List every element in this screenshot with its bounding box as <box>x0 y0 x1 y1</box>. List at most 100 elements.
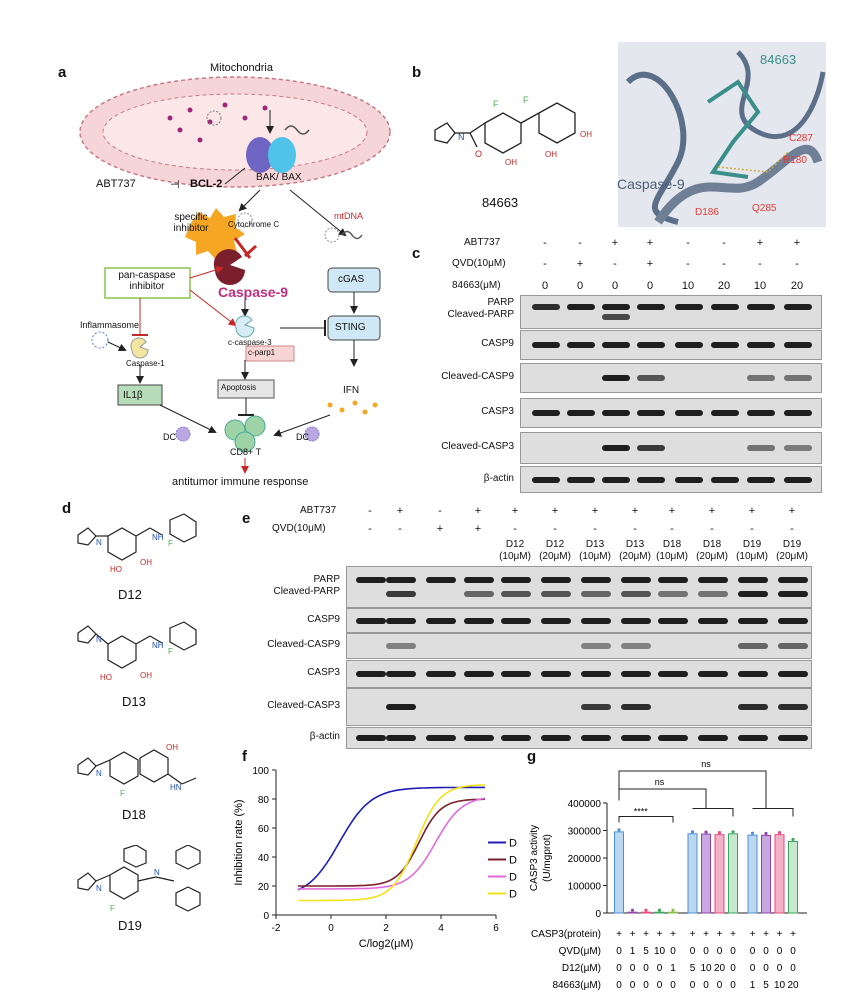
svg-text:HO: HO <box>100 673 112 682</box>
y-axis-label: (U/mgprot) <box>542 834 553 882</box>
row-value: + <box>717 929 723 940</box>
blot-strip-e <box>346 688 812 726</box>
residue-label-0: C287 <box>789 133 813 144</box>
dose-response-svg: 020406080100-20246C/log2(μM)Inhibition r… <box>228 760 518 960</box>
blot-label-c: β-actin <box>432 473 514 485</box>
bakbax-label: BAK/ BAX <box>256 172 302 183</box>
blot-band <box>541 577 571 583</box>
c-parp1-label: c-parp1 <box>248 348 275 357</box>
blot-strip-c <box>520 466 822 493</box>
y-tick-label: 60 <box>258 824 270 835</box>
qvd-value-e: - <box>547 523 563 535</box>
mtdna-label: mtDNA <box>334 211 363 221</box>
treatment-value-c: - <box>607 258 623 270</box>
blot-label-e: PARP Cleaved-PARP <box>258 574 340 598</box>
row-value: 0 <box>616 980 622 991</box>
y-tick-label: 0 <box>595 909 601 920</box>
treatment-value-c: - <box>789 258 805 270</box>
blot-band <box>567 477 595 483</box>
y-tick-label: 20 <box>258 882 270 893</box>
y-tick-label: 80 <box>258 795 270 806</box>
blot-label-e: CASP9 <box>258 614 340 626</box>
blot-band <box>784 445 812 451</box>
blot-band <box>778 591 808 597</box>
qvd-value-e: + <box>470 523 486 535</box>
blot-band <box>581 671 611 677</box>
y-tick-label: 300000 <box>568 827 602 838</box>
blot-band <box>738 591 768 597</box>
qvd-value-e: - <box>587 523 603 535</box>
abt737-value-e: + <box>784 505 800 517</box>
treatment-value-c: - <box>752 258 768 270</box>
treatment-value-c: - <box>680 237 696 249</box>
treatment-value-c: 0 <box>642 280 658 292</box>
row-value: 0 <box>730 963 736 974</box>
blot-band <box>386 704 416 710</box>
docking-protein-label: Caspase-9 <box>617 176 685 192</box>
row-value: 1 <box>670 963 676 974</box>
treatment-value-c: - <box>572 237 588 249</box>
blot-strip-c <box>520 330 822 360</box>
blot-band <box>602 314 630 320</box>
bar-point <box>751 832 754 835</box>
row-value: 1 <box>750 980 756 991</box>
c-caspase3-icon <box>235 316 254 337</box>
row-value: 10 <box>700 963 712 974</box>
bar-point <box>731 830 734 833</box>
abt737-value-e: + <box>587 505 603 517</box>
row-value: + <box>703 929 709 940</box>
ifn-dots <box>328 401 378 415</box>
blot-band <box>356 577 386 583</box>
row-value: + <box>690 929 696 940</box>
blot-band <box>747 410 775 416</box>
row-value: 0 <box>777 946 783 957</box>
sig-bracket <box>619 817 673 823</box>
blot-band <box>602 304 630 310</box>
blot-band <box>356 618 386 624</box>
row-value: 1 <box>630 946 636 957</box>
blot-band <box>426 577 456 583</box>
blot-band <box>778 643 808 649</box>
il1b-label: IL1β <box>123 390 143 401</box>
bar <box>748 835 757 913</box>
abt737-label: ABT737 <box>96 178 136 190</box>
legend-label: D13 <box>509 855 518 867</box>
row-value: 20 <box>714 963 726 974</box>
bar <box>789 842 798 914</box>
blot-band <box>637 375 665 381</box>
blot-band <box>637 445 665 451</box>
caspase1-icon <box>131 338 148 358</box>
bar <box>669 912 678 913</box>
blot-band <box>637 410 665 416</box>
compound-d13-structure: NNH HOOH F <box>70 618 210 688</box>
treatment-value-c: 10 <box>752 280 768 292</box>
qvd-value-e: - <box>362 523 378 535</box>
row-value: 0 <box>777 963 783 974</box>
blot-band <box>501 577 531 583</box>
blot-band <box>356 735 386 741</box>
bar-point <box>658 909 661 912</box>
blot-band <box>747 477 775 483</box>
blot-band <box>778 735 808 741</box>
bar-point <box>644 909 647 912</box>
dose-label-e: D13 (10μM) <box>573 539 617 563</box>
legend-label: D19 <box>509 889 518 901</box>
ns-label-2: ns <box>701 759 711 769</box>
blot-band <box>658 735 688 741</box>
row-label: 84663(μM) <box>552 980 601 991</box>
blot-band <box>637 477 665 483</box>
blot-band <box>738 577 768 583</box>
row-value: 0 <box>703 946 709 957</box>
bar <box>702 834 711 913</box>
curve-d12 <box>298 787 485 890</box>
blot-band <box>386 643 416 649</box>
compound-d13-label: D13 <box>122 694 146 709</box>
legend-label: D18 <box>509 872 518 884</box>
row-value: 5 <box>690 963 696 974</box>
cd8-label: CD8+ T <box>230 447 261 457</box>
svg-text:N: N <box>96 635 102 644</box>
qvd-value-e: + <box>432 523 448 535</box>
blot-band <box>658 591 688 597</box>
abt737-value-e: - <box>432 505 448 517</box>
